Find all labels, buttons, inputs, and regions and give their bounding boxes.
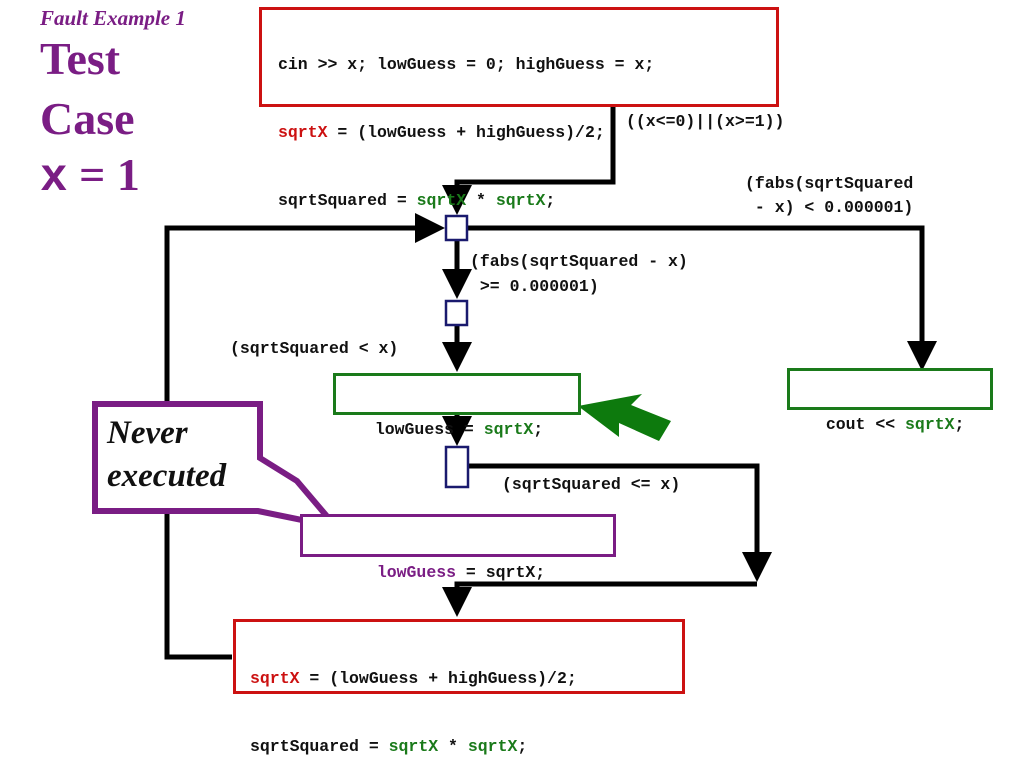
low-guess-never-node: lowGuess = sqrtX;: [300, 514, 616, 582]
edge-init-to-loop: [442, 107, 616, 215]
label-exit-condition-2: - x) < 0.000001): [745, 198, 914, 217]
cout-node: cout << sqrtX;: [787, 368, 993, 434]
highlight-arrow-icon: [578, 394, 671, 441]
init-line1: cin >> x; lowGuess = 0; highGuess = x;: [278, 55, 655, 74]
test-case-line1: Test: [40, 33, 121, 84]
callout-bubble: [92, 401, 344, 532]
test-case-variable: x: [40, 152, 68, 204]
label-exit-condition-1: (fabs(sqrtSquared: [745, 174, 914, 193]
update-line2: sqrtSquared = sqrtX * sqrtX;: [250, 737, 528, 756]
label-lesseq-condition: (sqrtSquared <= x): [502, 475, 681, 494]
edge-exit-to-cout: [466, 225, 937, 371]
decision-node-loop: [444, 214, 469, 242]
slide-subtitle: Fault Example 1: [40, 6, 186, 30]
decision-node-less: [444, 299, 469, 327]
label-less-condition: (sqrtSquared < x): [230, 339, 399, 358]
update-line1: sqrtX = (lowGuess + highGuess)/2;: [250, 669, 577, 688]
init-block: cin >> x; lowGuess = 0; highGuess = x; s…: [259, 7, 779, 210]
update-block: sqrtX = (lowGuess + highGuess)/2; sqrtSq…: [233, 619, 685, 756]
edge-merge-to-update: [442, 581, 757, 617]
init-line3: sqrtSquared = sqrtX * sqrtX;: [278, 191, 556, 210]
edge-decision3-right: [469, 463, 772, 582]
test-case-value: = 1: [67, 149, 140, 200]
callout-text-line1: Never: [107, 415, 188, 451]
low-guess-node: lowGuess = sqrtX;: [333, 373, 581, 439]
label-loop-condition-1: (fabs(sqrtSquared - x): [470, 252, 688, 271]
flow-edges: [92, 107, 937, 660]
callout-text-line2: executed: [107, 458, 227, 494]
label-loop-condition-2: >= 0.000001): [470, 277, 599, 296]
decision-node-lesseq: [444, 445, 470, 489]
label-entry-condition: ((x<=0)||(x>=1)): [626, 112, 785, 131]
test-case-line2: Case: [40, 93, 135, 144]
init-line2: sqrtX = (lowGuess + highGuess)/2;: [278, 123, 605, 142]
test-case-line3: x = 1: [40, 149, 140, 204]
